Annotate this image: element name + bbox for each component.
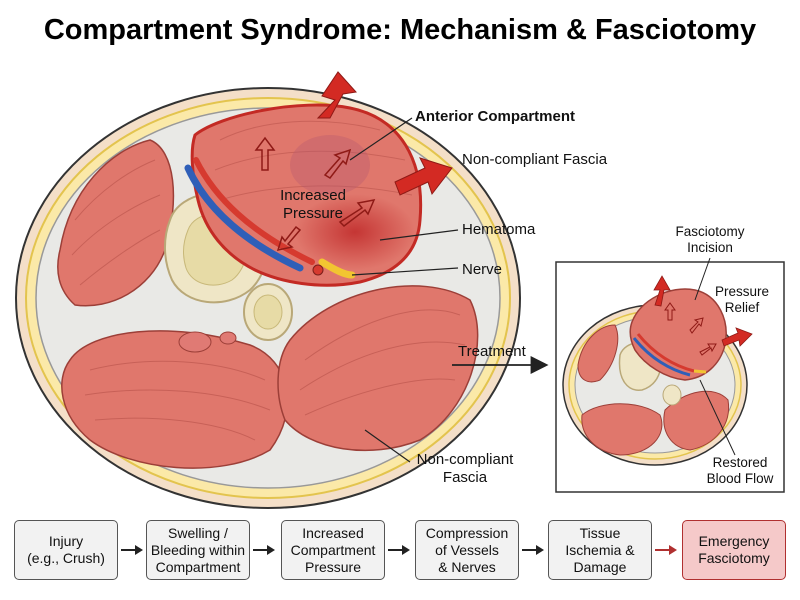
label-fascia-top: Non-compliant Fascia (462, 151, 608, 168)
label-hematoma: Hematoma (462, 221, 536, 238)
relief-internal-3 (699, 343, 717, 356)
muscle-fibers (71, 159, 466, 441)
leader-fascia-bottom (364, 429, 411, 463)
flow-step-injury: Injury(e.g., Crush) (14, 520, 118, 580)
arrow-internal-4 (276, 225, 302, 252)
flow-step-text: Swelling / (168, 524, 228, 541)
label-restored-1: Restored (713, 455, 768, 470)
label-anterior-compartment: Anterior Compartment (415, 108, 575, 125)
anterior-fibers (214, 120, 413, 201)
flow-step-text: Ischemia & (565, 541, 635, 558)
arrow-internal-2 (323, 148, 352, 179)
flow-step-text: Increased (302, 524, 364, 541)
label-pressure-relief-2: Relief (725, 300, 760, 315)
flow-arrow (522, 545, 544, 555)
small-vessel (219, 331, 237, 345)
flow-step-text: Tissue (579, 524, 621, 541)
label-restored-2: Blood Flow (707, 471, 774, 486)
treatment-arrow: Treatment (452, 343, 549, 374)
posterior-vessel (178, 331, 212, 353)
inset-muscle-left (581, 403, 663, 456)
flow-step-text: Injury (48, 533, 84, 549)
label-fascia-bottom-2: Fascia (443, 469, 488, 486)
flow-step-text: Fasciotomy (698, 550, 770, 566)
label-nerve: Nerve (462, 261, 502, 278)
leader-fasciotomy (694, 257, 711, 301)
vein (184, 164, 304, 272)
hematoma-core (290, 135, 370, 195)
label-fasciotomy-1: Fasciotomy (675, 224, 744, 239)
relief-internal-2 (689, 317, 704, 334)
inset-artery (636, 333, 695, 373)
label-fascia-bottom-1: Non-compliant (417, 451, 515, 468)
flow-step-text: Bleeding within (150, 541, 246, 558)
nerve (318, 258, 356, 279)
flow-arrow (388, 545, 410, 555)
flow-arrow (253, 545, 275, 555)
flow-step-text: & Nerves (438, 558, 496, 575)
arrow-internal-1 (254, 136, 276, 171)
flow-arrow (121, 545, 143, 555)
flow-step-text: of Vessels (435, 541, 499, 558)
pressure-arrows-outward (316, 71, 453, 196)
flow-step-text: Compartment (155, 558, 241, 575)
inset-muscle-lateral (577, 324, 619, 383)
inset-nerve (693, 369, 707, 374)
leader-hematoma (379, 229, 459, 241)
fasciotomy-inset: Fasciotomy Incision Pressure Relief Rest… (555, 224, 785, 493)
arrow-internal-3 (338, 199, 376, 227)
pressure-arrows-internal (254, 136, 376, 252)
label-treatment: Treatment (458, 343, 527, 360)
artery (193, 157, 315, 265)
flow-step-text: (e.g., Crush) (27, 550, 105, 566)
leader-restored (699, 379, 736, 456)
mechanism-flowchart: Injury(e.g., Crush) Swelling /Bleeding w… (0, 520, 800, 590)
label-fasciotomy-2: Incision (687, 240, 733, 255)
inset-vessels (632, 337, 691, 377)
flow-step-text: Damage (573, 558, 627, 575)
flow-step-text: Pressure (304, 558, 362, 575)
posterior-muscle-left (61, 330, 289, 469)
leader-lines (349, 117, 459, 463)
label-pressure-relief-1: Pressure (715, 284, 769, 299)
page-title: Compartment Syndrome: Mechanism & Fascio… (43, 14, 757, 46)
leader-anterior (349, 117, 413, 161)
relief-arrows-internal (664, 302, 717, 356)
arrow-right-large (394, 157, 453, 196)
hematoma-region (295, 194, 415, 270)
relief-arrows (653, 275, 753, 347)
flow-step-text: Compartment (290, 541, 376, 558)
relief-internal-1 (664, 302, 676, 321)
flow-step-text: Emergency (698, 533, 770, 549)
flow-arrow-red (655, 545, 677, 555)
arrow-up-large (316, 71, 357, 119)
leader-nerve (351, 267, 459, 276)
fibula-marrow (253, 294, 283, 330)
flow-step-text: Compression (425, 524, 509, 541)
inset-fibula (662, 384, 682, 406)
relief-arrow-up (653, 275, 671, 307)
relief-arrow-right (721, 327, 753, 347)
leg-cross-section: Increased Pressure Anterior Compartment … (15, 71, 608, 509)
posterior-muscle-right (277, 285, 479, 452)
label-increased-pressure-2: Pressure (283, 205, 343, 222)
compartment-diagram: Increased Pressure Anterior Compartment … (15, 71, 785, 509)
label-increased-pressure-1: Increased (280, 187, 346, 204)
inset-leader-lines (694, 257, 736, 456)
vessel-bundle (312, 264, 324, 276)
